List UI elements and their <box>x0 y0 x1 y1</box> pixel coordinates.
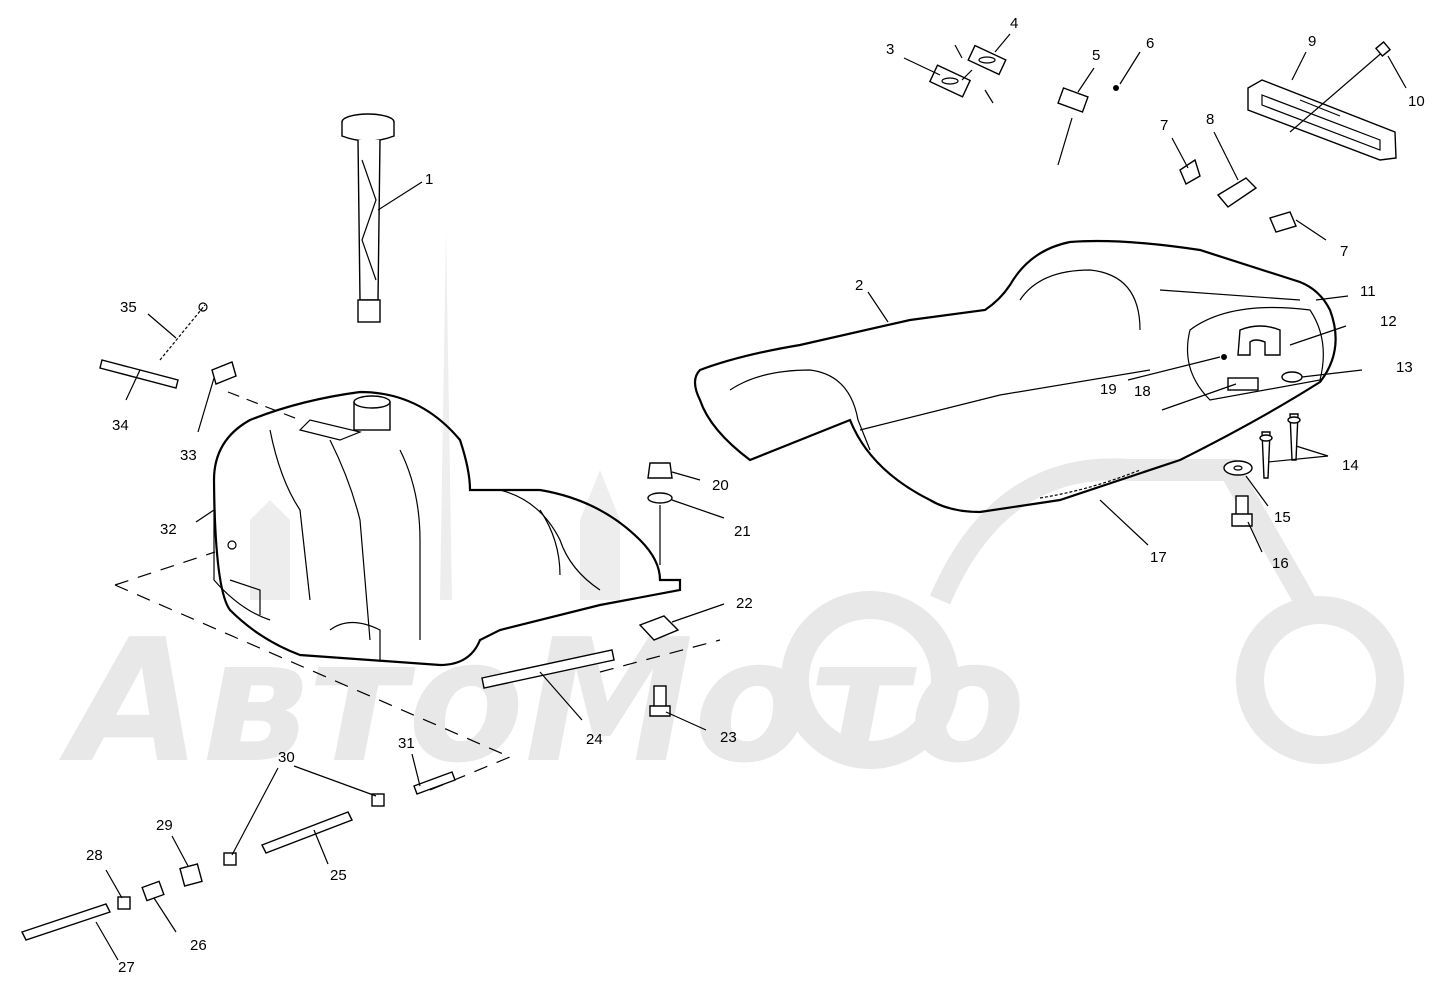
callout-30: 30 <box>278 749 295 766</box>
callout-31: 31 <box>398 735 415 752</box>
callout-8: 8 <box>1206 111 1214 128</box>
callout-6: 6 <box>1146 35 1154 52</box>
fuel-tank <box>114 390 721 791</box>
callout-4: 4 <box>1010 15 1018 32</box>
callout-13: 13 <box>1396 359 1413 376</box>
callout-15: 15 <box>1274 509 1291 526</box>
callout-18: 18 <box>1134 383 1151 400</box>
callout-14: 14 <box>1342 457 1359 474</box>
callout-5: 5 <box>1092 47 1100 64</box>
callout-21: 21 <box>734 523 751 540</box>
callout-20: 20 <box>712 477 729 494</box>
fuel-sender-unit <box>341 113 395 323</box>
callout-2: 2 <box>855 277 863 294</box>
callout-34: 34 <box>112 417 129 434</box>
callout-32: 32 <box>160 521 177 538</box>
callout-11: 11 <box>1360 283 1376 300</box>
callout-7a: 7 <box>1160 117 1168 134</box>
leader-lines <box>95 33 1407 961</box>
callout-22: 22 <box>736 595 753 612</box>
callout-19: 19 <box>1100 381 1117 398</box>
callout-12: 12 <box>1380 313 1397 330</box>
callout-35: 35 <box>120 299 137 316</box>
callout-26: 26 <box>190 937 207 954</box>
callout-29: 29 <box>156 817 173 834</box>
callout-25: 25 <box>330 867 347 884</box>
callout-24: 24 <box>586 731 603 748</box>
callout-10: 10 <box>1408 93 1425 110</box>
callout-17: 17 <box>1150 549 1167 566</box>
hardware <box>21 40 1397 941</box>
callout-3: 3 <box>886 41 894 58</box>
watermark-text: АвтоМото <box>58 603 1026 801</box>
callout-labels: 1 2 3 4 5 6 7 7 8 9 10 11 12 13 14 15 16… <box>86 15 1425 976</box>
callout-33: 33 <box>180 447 197 464</box>
callout-9: 9 <box>1308 33 1316 50</box>
callout-7b: 7 <box>1340 243 1348 260</box>
callout-1: 1 <box>425 171 433 188</box>
callout-23: 23 <box>720 729 737 746</box>
callout-16: 16 <box>1272 555 1289 572</box>
callout-27: 27 <box>118 959 135 976</box>
watermark: АвтоМото <box>58 230 1404 801</box>
callout-28: 28 <box>86 847 103 864</box>
